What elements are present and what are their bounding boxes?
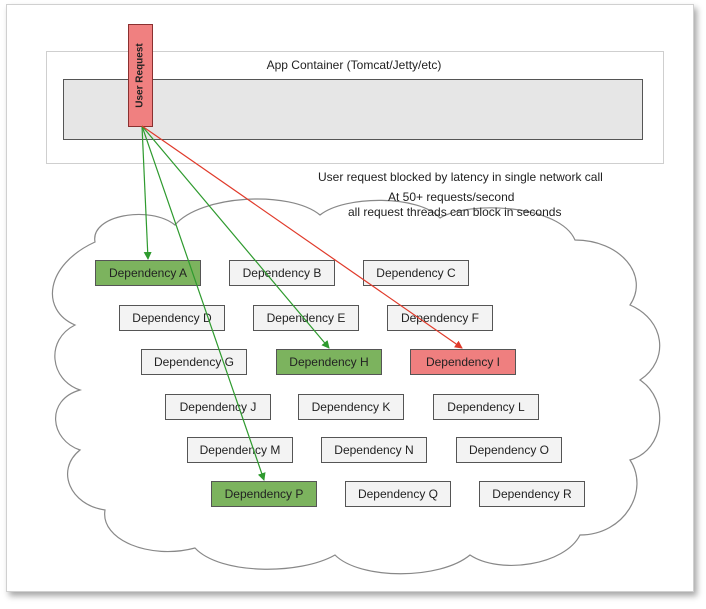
arrow-to-dependency-p xyxy=(141,125,266,481)
note-rate: At 50+ requests/second xyxy=(388,190,515,204)
app-container-bar xyxy=(63,79,643,140)
dependency-a: Dependency A xyxy=(95,260,201,286)
dependency-l: Dependency L xyxy=(433,394,539,420)
dependency-o: Dependency O xyxy=(456,437,562,463)
dependency-h: Dependency H xyxy=(276,349,382,375)
note-block: all request threads can block in seconds xyxy=(348,205,562,219)
arrow-to-dependency-h xyxy=(141,125,330,349)
arrow-to-dependency-i xyxy=(141,125,463,349)
cloud-outline xyxy=(51,198,661,575)
dependency-m: Dependency M xyxy=(187,437,293,463)
arrow-to-dependency-a xyxy=(141,125,152,260)
dependency-g: Dependency G xyxy=(141,349,247,375)
dependency-i: Dependency I xyxy=(410,349,516,375)
dependency-k: Dependency K xyxy=(298,394,404,420)
dependency-r: Dependency R xyxy=(479,481,585,507)
dependency-f: Dependency F xyxy=(387,305,493,331)
dependency-e: Dependency E xyxy=(253,305,359,331)
dependency-j: Dependency J xyxy=(165,394,271,420)
user-request-box: User Request xyxy=(128,24,153,127)
dependency-q: Dependency Q xyxy=(345,481,451,507)
dependency-c: Dependency C xyxy=(363,260,469,286)
dependency-n: Dependency N xyxy=(321,437,427,463)
app-container-label: App Container (Tomcat/Jetty/etc) xyxy=(266,58,442,72)
note-latency: User request blocked by latency in singl… xyxy=(318,170,603,184)
dependency-d: Dependency D xyxy=(119,305,225,331)
dependency-p: Dependency P xyxy=(211,481,317,507)
